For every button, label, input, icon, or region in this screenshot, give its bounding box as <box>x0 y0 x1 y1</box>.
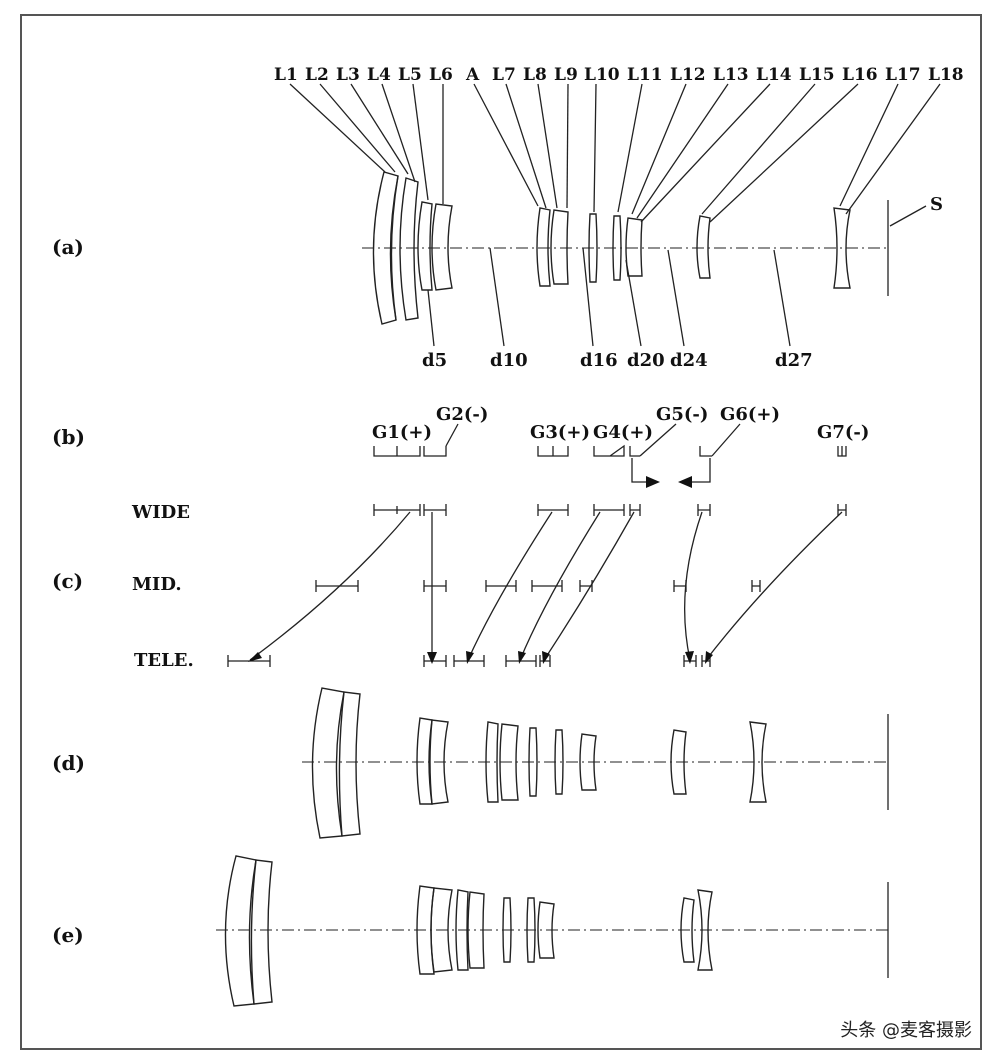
watermark: 头条 @麦客摄影 <box>840 1020 972 1041</box>
lens-d-g7 <box>749 721 767 803</box>
panel-d-lens-elements <box>311 687 767 839</box>
lens-e-g7 <box>697 889 713 971</box>
lens-label-l1: L1 <box>274 65 298 85</box>
arrow-left-g6 <box>678 476 692 488</box>
lens-label-l7: L7 <box>492 65 516 85</box>
lens-e-g3b <box>467 891 485 969</box>
spacing-label-d27: d27 <box>775 350 813 371</box>
lens-label-l18: L18 <box>928 65 964 85</box>
group-label-g4: G4(+) <box>593 422 653 443</box>
group-label-g3: G3(+) <box>530 422 590 443</box>
lens-l11 <box>612 215 622 281</box>
panel-a-spacing-leaders <box>427 247 791 347</box>
group-label-g5: G5(-) <box>656 404 708 425</box>
panel-a-lens-elements <box>372 171 851 325</box>
lens-l6 <box>431 203 453 291</box>
group-label-g1: G1(+) <box>372 422 432 443</box>
lens-e-g6 <box>680 897 695 963</box>
stop-label-s: S <box>930 194 943 215</box>
lens-e-g1b <box>250 859 273 1005</box>
group-label-g2: G2(-) <box>436 404 488 425</box>
lens-label-l2: L2 <box>305 65 329 85</box>
panel-a-lens-labels: L1 L2 L3 L4 L5 L6 A L7 L8 L9 L10 L11 L12… <box>274 65 964 85</box>
lens-l17-l18 <box>833 207 851 289</box>
spacing-label-d5: d5 <box>422 350 447 371</box>
lens-e-g3c <box>502 897 512 963</box>
lens-d-g3c <box>528 727 538 797</box>
lens-label-l3: L3 <box>336 65 360 85</box>
lens-l4-l5 <box>417 201 433 291</box>
lens-d-g3b <box>499 723 519 801</box>
lens-label-l13: L13 <box>713 65 749 85</box>
lens-d-g5 <box>579 733 597 791</box>
panel-e-lens-elements <box>224 855 713 1007</box>
lens-e-g3a <box>455 889 469 971</box>
lens-d-g4 <box>554 729 564 795</box>
group-label-g7: G7(-) <box>817 422 869 443</box>
lens-label-l9: L9 <box>554 65 578 85</box>
group-brackets <box>373 423 847 483</box>
lens-l8-l9 <box>550 209 569 285</box>
lens-d-g1b <box>338 691 361 837</box>
trajectory-arrowheads <box>248 651 713 664</box>
spacing-label-d24: d24 <box>670 350 708 371</box>
lens-l3 <box>399 177 419 321</box>
position-label-mid: MID. <box>132 574 182 595</box>
aperture-label-a: A <box>465 65 480 85</box>
lens-label-l10: L10 <box>584 65 620 85</box>
lens-e-g5 <box>537 901 555 959</box>
position-label-tele: TELE. <box>134 650 194 671</box>
lens-label-l8: L8 <box>523 65 547 85</box>
lens-label-l14: L14 <box>756 65 792 85</box>
lens-label-l5: L5 <box>398 65 422 85</box>
lens-label-l11: L11 <box>627 65 663 85</box>
arrow-right-g5 <box>646 476 660 488</box>
panel-a-leader-lines <box>289 83 941 223</box>
lens-l12-l14 <box>625 217 643 277</box>
lens-label-l12: L12 <box>670 65 706 85</box>
lens-l15-l16 <box>696 215 711 279</box>
group-label-g6: G6(+) <box>720 404 780 425</box>
zoom-trajectories <box>227 504 847 667</box>
lens-label-l15: L15 <box>799 65 835 85</box>
lens-l7 <box>536 207 551 287</box>
spacing-label-d10: d10 <box>490 350 528 371</box>
panel-label-b: (b) <box>52 425 85 449</box>
lens-d-g2b <box>428 719 449 805</box>
panel-label-a: (a) <box>52 235 84 259</box>
spacing-label-d20: d20 <box>627 350 665 371</box>
spacing-label-d16: d16 <box>580 350 618 371</box>
lens-e-g4 <box>526 897 536 963</box>
lens-l10 <box>588 213 598 283</box>
lens-label-l17: L17 <box>885 65 921 85</box>
panel-label-d: (d) <box>52 751 85 775</box>
lens-e-g2b <box>430 887 453 973</box>
figure-frame <box>20 14 982 1050</box>
lens-label-l6: L6 <box>429 65 453 85</box>
stop-leader <box>889 205 927 227</box>
lens-label-l4: L4 <box>367 65 391 85</box>
lens-d-g3a <box>485 721 499 803</box>
position-label-wide: WIDE <box>131 502 190 523</box>
lens-d-g6 <box>670 729 687 795</box>
panel-label-c: (c) <box>52 569 83 593</box>
panel-label-e: (e) <box>52 923 84 947</box>
lens-label-l16: L16 <box>842 65 878 85</box>
